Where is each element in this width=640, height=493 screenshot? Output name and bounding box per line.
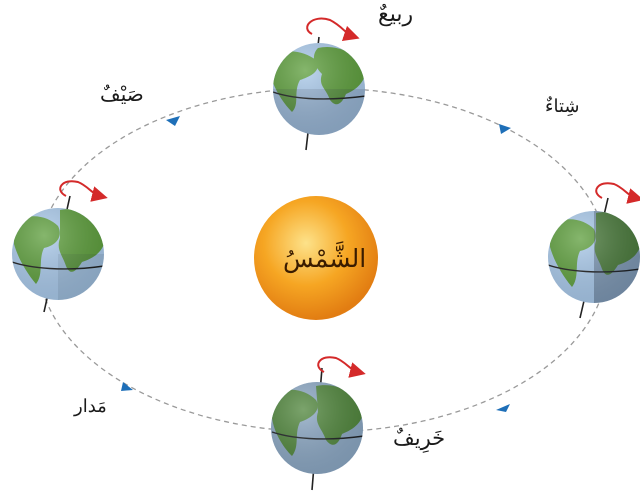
- orbit-arrow-bottom-left: [121, 382, 133, 391]
- orbit-arrow-top-right: [499, 124, 511, 134]
- orbit-arrow-top-left: [166, 116, 180, 126]
- season-label-winter: شِتاءٌ: [545, 96, 580, 117]
- season-label-summer: صَيْفٌ: [100, 82, 144, 106]
- spin-arrow-icon: [59, 180, 108, 202]
- orbit-arrow-bottom-right: [496, 404, 510, 412]
- season-label-spring: ربيعٌ: [378, 2, 414, 27]
- spin-arrow-icon: [306, 17, 360, 42]
- earth-spring: [273, 17, 365, 151]
- earth-autumn: [271, 356, 366, 491]
- spin-arrow-icon: [595, 182, 640, 204]
- earth-summer: [12, 180, 108, 313]
- sun-label: الشَّمْسُ: [283, 244, 367, 273]
- orbit-label: مَدار: [74, 396, 107, 417]
- earth-winter: [548, 182, 640, 319]
- sun: [254, 196, 378, 320]
- spin-arrow-icon: [317, 356, 366, 378]
- season-label-autumn: خَرِيفٌ: [393, 426, 446, 450]
